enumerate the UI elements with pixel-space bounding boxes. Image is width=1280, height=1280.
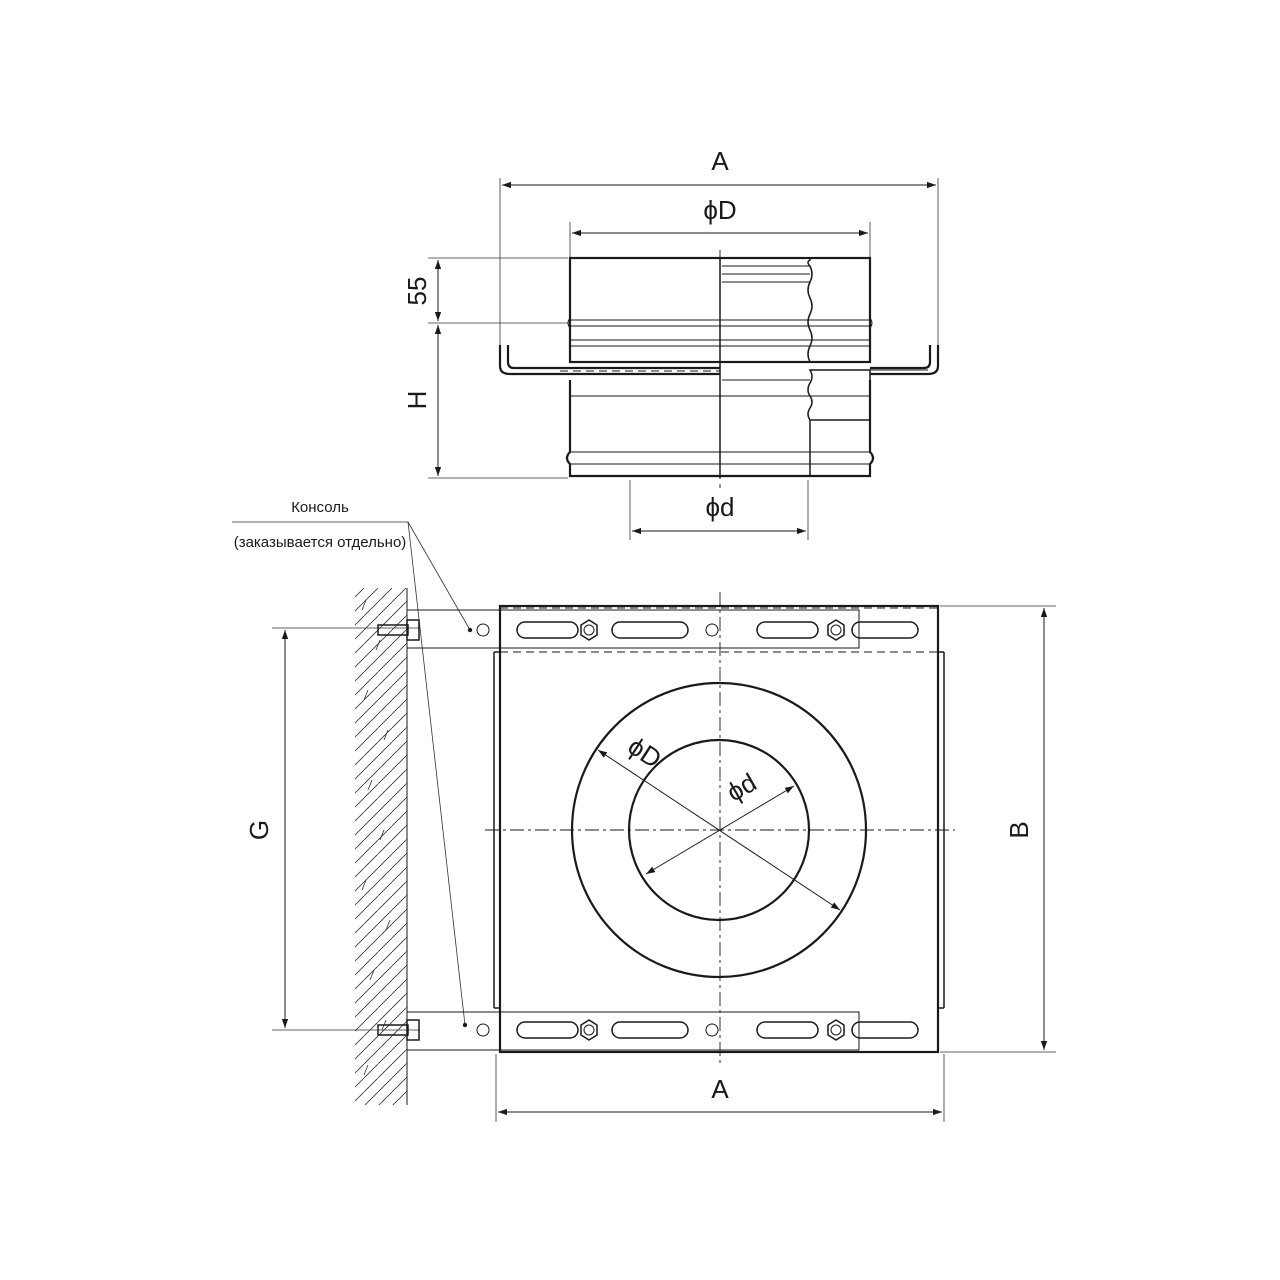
- bracket-bottom: [377, 1011, 919, 1051]
- dimension-a-top: A: [499, 146, 939, 360]
- label-phi-d-plan: ϕD: [623, 731, 667, 774]
- label-phi-d-top: ϕD: [703, 195, 736, 225]
- dimension-phi-d-inner-top: ϕd: [629, 480, 809, 540]
- insulation-section: [807, 257, 871, 476]
- dimension-a-bottom: A: [495, 1054, 945, 1122]
- wall: [355, 588, 408, 1105]
- dimension-b: B: [940, 605, 1056, 1053]
- label-55: 55: [402, 277, 432, 306]
- side-view: A ϕD 55 H: [402, 146, 940, 540]
- support-plate-side: [498, 345, 940, 376]
- callout-line-2: (заказывается отдельно): [234, 534, 407, 551]
- dimension-g: G: [244, 627, 420, 1031]
- callout-line-1: Консоль: [291, 499, 349, 516]
- label-phi-d-inner-top: ϕd: [705, 492, 734, 522]
- label-a-bottom: A: [711, 1074, 729, 1104]
- label-g: G: [244, 820, 274, 840]
- diameter-d-leader: ϕD: [597, 731, 841, 911]
- dimension-phi-d-outer-top: ϕD: [569, 195, 871, 258]
- centerlines: [485, 592, 955, 1065]
- callout-console: Консоль (заказывается отдельно): [232, 499, 473, 1028]
- dimension-55: 55: [402, 257, 568, 324]
- bracket-top: [377, 607, 938, 653]
- label-h: H: [402, 391, 432, 410]
- label-b: B: [1004, 821, 1034, 838]
- support-plate-plan: [493, 604, 945, 1054]
- label-a-top: A: [711, 146, 729, 176]
- dimension-h: H: [402, 325, 568, 479]
- plan-view: G: [244, 588, 1056, 1122]
- label-phi-d-inner-plan: ϕd: [721, 767, 761, 807]
